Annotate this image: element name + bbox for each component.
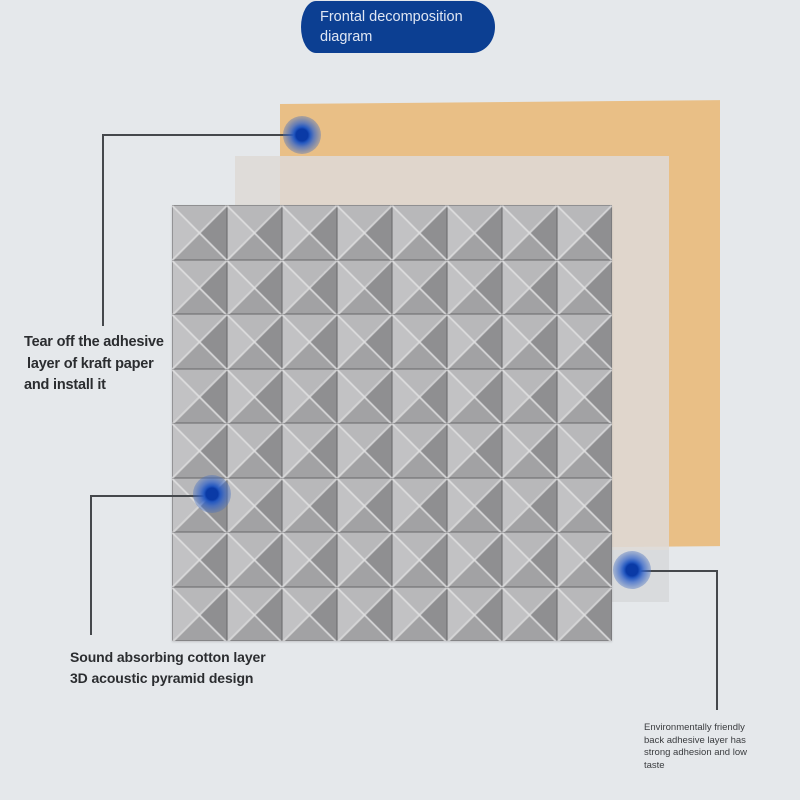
diagram-title-line1: Frontal decomposition (320, 9, 463, 25)
pyramid-cell (227, 368, 282, 423)
foam-label-line: Sound absorbing cotton layer (70, 649, 266, 665)
pyramid-cell (227, 532, 282, 587)
pyramid-cell (172, 423, 227, 478)
back-adhesive-label: Environmentally friendly back adhesive l… (644, 722, 774, 772)
kraft-label-line: Tear off the adhesive (24, 334, 164, 350)
pyramid-cell (447, 259, 502, 314)
pyramid-cell (227, 259, 282, 314)
pyramid-cell (227, 314, 282, 369)
foam-connector-horizontal (91, 495, 212, 497)
pyramid-cell (557, 586, 612, 641)
pyramid-cell (557, 259, 612, 314)
kraft-connector-vertical (102, 134, 104, 326)
back-connector-vertical (716, 570, 718, 710)
pyramid-cell (282, 532, 337, 587)
pyramid-cell (502, 423, 557, 478)
pyramid-cell (337, 423, 392, 478)
pyramid-cell (172, 586, 227, 641)
pyramid-cell (392, 477, 447, 532)
pyramid-cell (282, 586, 337, 641)
kraft-label-line: and install it (24, 377, 106, 393)
foam-label-line: 3D acoustic pyramid design (70, 670, 254, 686)
pyramid-cell (337, 205, 392, 260)
callout-dot-icon (193, 475, 231, 513)
pyramid-cell (227, 477, 282, 532)
pyramid-cell (502, 477, 557, 532)
pyramid-cell (557, 532, 612, 587)
pyramid-cell (392, 423, 447, 478)
pyramid-cell (227, 586, 282, 641)
foam-connector-vertical (90, 495, 92, 635)
pyramid-cell (557, 368, 612, 423)
callout-dot-icon (613, 551, 651, 589)
pyramid-cell (392, 314, 447, 369)
pyramid-cell (282, 205, 337, 260)
pyramid-cell (502, 368, 557, 423)
pyramid-cell (447, 477, 502, 532)
pyramid-cell (337, 532, 392, 587)
foam-layer-label: Sound absorbing cotton layer 3D acoustic… (70, 647, 266, 689)
pyramid-cell (447, 314, 502, 369)
pyramid-cell (447, 586, 502, 641)
pyramid-cell (557, 423, 612, 478)
pyramid-cell (502, 532, 557, 587)
kraft-connector-horizontal (103, 134, 302, 136)
pyramid-cell (447, 423, 502, 478)
pyramid-cell (557, 205, 612, 260)
pyramid-cell (172, 314, 227, 369)
diagram-title-banner: Frontal decomposition diagram (302, 2, 494, 52)
pyramid-cell (337, 477, 392, 532)
diagram-title-line2: diagram (320, 29, 373, 45)
back-label-line: strong adhesion and low (644, 747, 747, 758)
pyramid-cell (227, 423, 282, 478)
pyramid-cell (282, 314, 337, 369)
pyramid-cell (392, 368, 447, 423)
pyramid-cell (392, 259, 447, 314)
pyramid-cell (282, 477, 337, 532)
pyramid-cell (282, 368, 337, 423)
pyramid-cell (337, 259, 392, 314)
pyramid-cell (392, 586, 447, 641)
pyramid-cell (282, 423, 337, 478)
pyramid-cell (502, 314, 557, 369)
kraft-layer-label: Tear off the adhesive layer of kraft pap… (24, 332, 164, 397)
pyramid-cell (502, 259, 557, 314)
pyramid-cell (282, 259, 337, 314)
pyramid-cell (447, 368, 502, 423)
pyramid-cell (557, 477, 612, 532)
pyramid-cell (172, 532, 227, 587)
callout-dot-icon (283, 116, 321, 154)
back-label-line: taste (644, 759, 665, 771)
pyramid-cell (502, 205, 557, 260)
pyramid-cell (337, 314, 392, 369)
pyramid-cell (172, 205, 227, 260)
pyramid-cell (337, 586, 392, 641)
back-label-line: Environmentally friendly (644, 722, 745, 733)
pyramid-cell (227, 205, 282, 260)
back-label-line: back adhesive layer has (644, 734, 746, 746)
pyramid-cell (557, 314, 612, 369)
pyramid-cell (172, 259, 227, 314)
kraft-label-line: layer of kraft paper (27, 355, 154, 372)
back-connector-horizontal (632, 570, 717, 572)
pyramid-cell (172, 368, 227, 423)
pyramid-cell (447, 205, 502, 260)
pyramid-cell (447, 532, 502, 587)
foam-panel (172, 205, 612, 641)
pyramid-cell (392, 532, 447, 587)
pyramid-cell (502, 586, 557, 641)
pyramid-cell (392, 205, 447, 260)
pyramid-cell (337, 368, 392, 423)
